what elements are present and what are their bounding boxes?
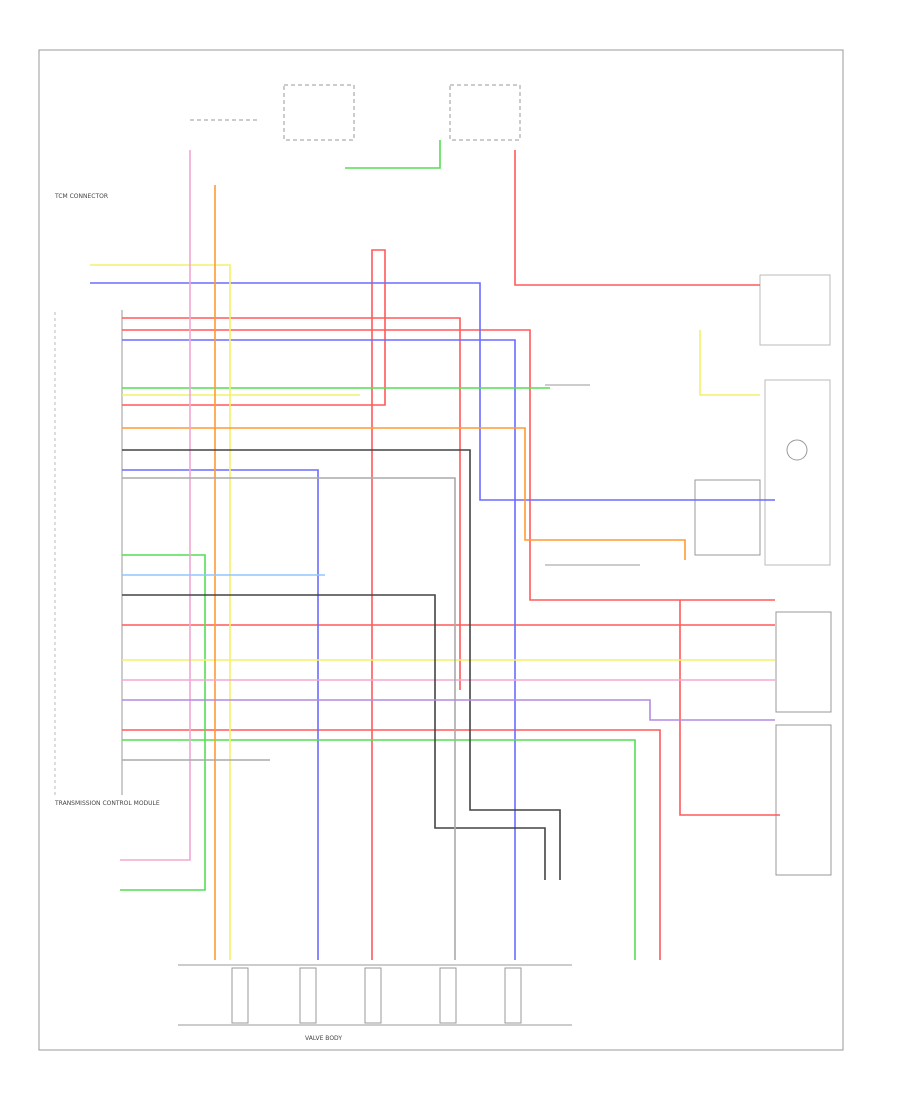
valve-body-block: VALVE BODY (178, 964, 572, 1042)
diagram-frame (38, 49, 844, 1051)
wire-red-4 (514, 150, 760, 286)
valve-body-label: VALVE BODY (305, 1035, 342, 1042)
tcm-connector-label: TCM CONNECTOR (54, 193, 108, 200)
wire-orange-18 (122, 427, 686, 560)
wire-black-22 (122, 594, 546, 880)
wire-yellow-16 (699, 330, 760, 396)
tcm-connector-block: TCM CONNECTOR TRANSMISSION CONTROL MODUL… (54, 193, 160, 807)
wire-green-11 (345, 140, 441, 169)
wire-yellow-17 (90, 264, 231, 960)
wire-blue-8 (122, 339, 516, 960)
top-components (190, 84, 640, 566)
wire-purple-26 (122, 699, 775, 721)
wire-gray-25 (122, 477, 456, 960)
wire-red-1 (122, 329, 775, 601)
wire-green-13 (122, 739, 636, 960)
wire-pink-20 (120, 150, 191, 861)
wire-green-12 (120, 554, 206, 891)
wire-black-23 (122, 449, 561, 880)
wire-blue-9 (122, 469, 319, 960)
wire-group (90, 140, 780, 960)
tcm-label: TRANSMISSION CONTROL MODULE (54, 800, 160, 807)
wire-red-3 (122, 249, 386, 960)
wire-red-5 (122, 729, 661, 960)
wire-red-6 (679, 600, 780, 816)
wire-red-0 (122, 317, 461, 690)
wire-blue-7 (90, 282, 775, 501)
right-components (694, 274, 832, 876)
